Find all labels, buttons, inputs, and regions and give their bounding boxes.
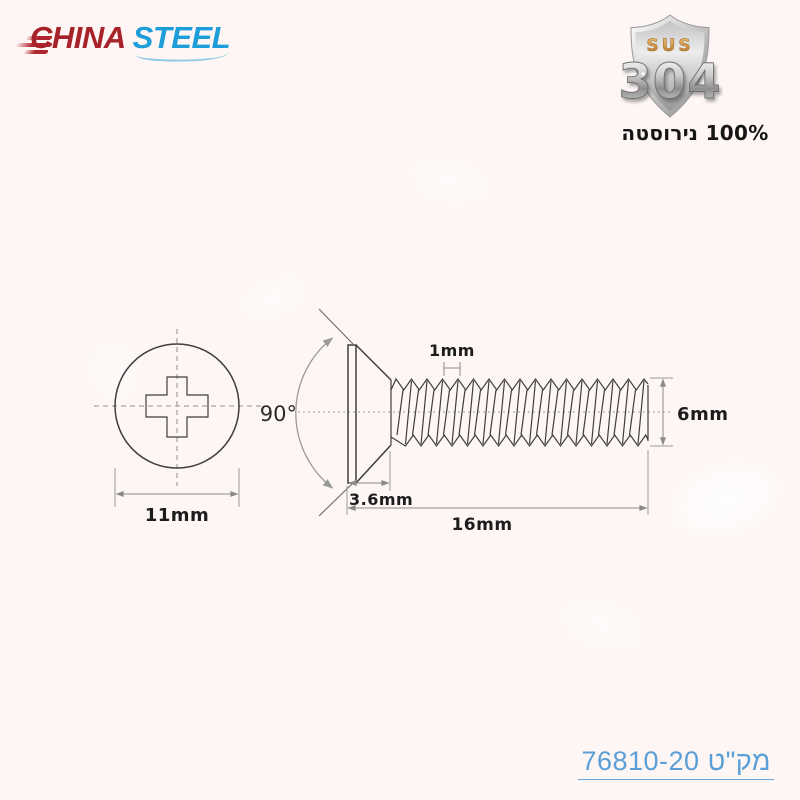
- shield-inner-icon: [635, 21, 705, 111]
- dim-label-head-height: 3.6mm: [349, 490, 413, 509]
- brand-name-steel: STEEL: [132, 20, 231, 55]
- stainless-caption: 100% נירוסטה: [621, 121, 769, 145]
- sparkle-icon: [641, 72, 645, 76]
- head-cone-top: [355, 344, 392, 381]
- sus304-shield-badge: SUS 304: [618, 14, 721, 118]
- thread-profile: [390, 377, 649, 448]
- dim-label-length: 16mm: [451, 515, 512, 535]
- dim-label-countersink-angle: 90°: [260, 402, 297, 426]
- phillips-cross-icon: [145, 376, 209, 438]
- catalog-number-link[interactable]: מק"ט 76810-20: [578, 746, 774, 780]
- badge-grade-label: 304: [618, 54, 721, 110]
- front-view: 11mm: [94, 329, 261, 526]
- brand-name-china: CHINA: [30, 20, 126, 55]
- dim-label-thread-pitch: 1mm: [429, 341, 475, 360]
- angle-arc: [295, 337, 334, 489]
- sparkle-icon: [696, 100, 700, 104]
- angle-extension-top: [318, 308, 354, 345]
- angle-extension-bottom: [318, 482, 354, 517]
- dim-label-head-diameter: 11mm: [145, 505, 210, 526]
- badge-material-label: SUS: [646, 36, 693, 56]
- dim-label-thread-diameter: 6mm: [677, 404, 729, 425]
- head-face: [347, 344, 357, 484]
- side-view: 90° 1mm 6mm 3.6mm 16mm: [260, 308, 729, 535]
- screw-head-outline: [114, 343, 240, 469]
- head-cone-bottom: [355, 444, 392, 484]
